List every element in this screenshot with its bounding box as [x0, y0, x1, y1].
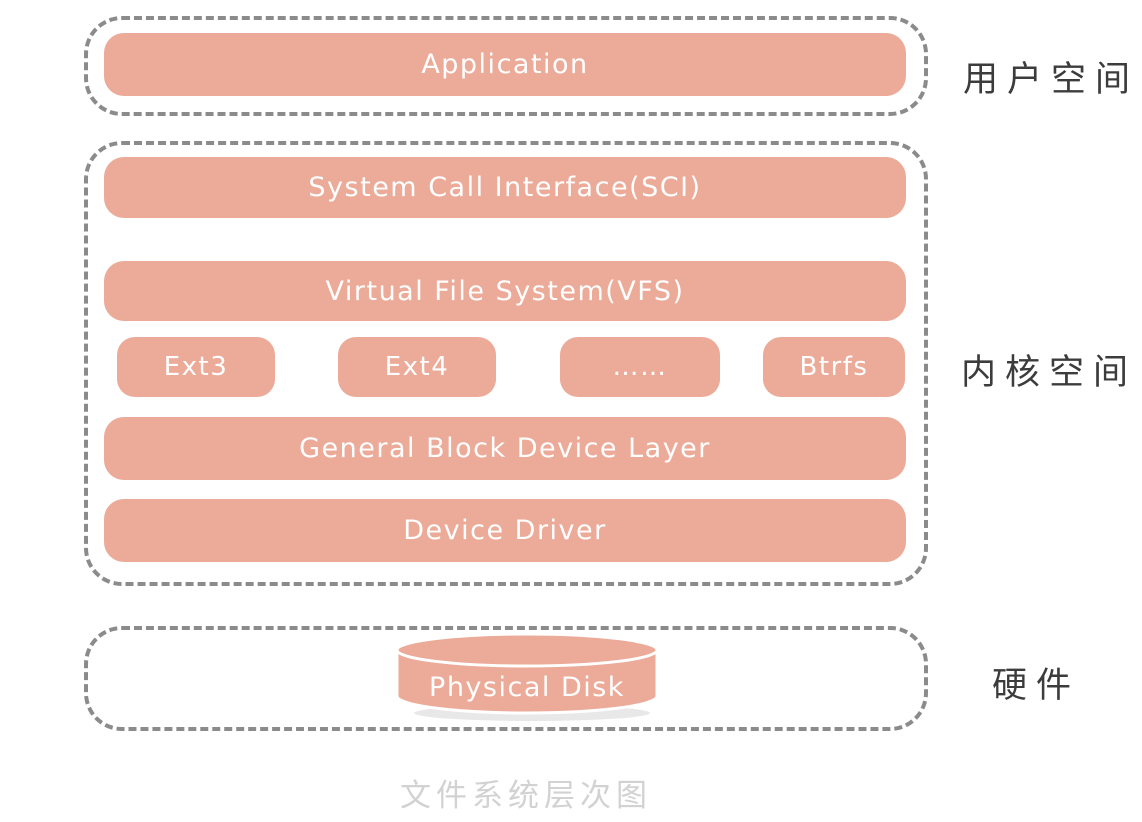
kernel-space-section	[84, 141, 928, 586]
fs-box-ellipsis: ……	[560, 337, 720, 397]
user-space-section	[84, 16, 928, 116]
user-space-label: 用户空间	[963, 60, 1140, 100]
fs-box-btrfs: Btrfs	[763, 337, 905, 397]
kernel-space-label: 内核空间	[961, 353, 1138, 393]
general-block-device-layer-box: General Block Device Layer	[104, 417, 906, 480]
device-driver-box: Device Driver	[104, 499, 906, 562]
fs-box-ext4: Ext4	[338, 337, 496, 397]
fs-box-ext3: Ext3	[117, 337, 275, 397]
system-call-interface-box: System Call Interface(SCI)	[104, 157, 906, 218]
disk-cylinder-icon	[391, 632, 663, 724]
diagram-caption: 文件系统层次图	[400, 778, 652, 814]
application-box: Application	[104, 33, 906, 96]
physical-disk-label: Physical Disk	[429, 672, 625, 703]
hardware-label: 硬件	[992, 666, 1081, 706]
virtual-file-system-box: Virtual File System(VFS)	[104, 261, 906, 321]
hardware-section	[84, 626, 928, 731]
